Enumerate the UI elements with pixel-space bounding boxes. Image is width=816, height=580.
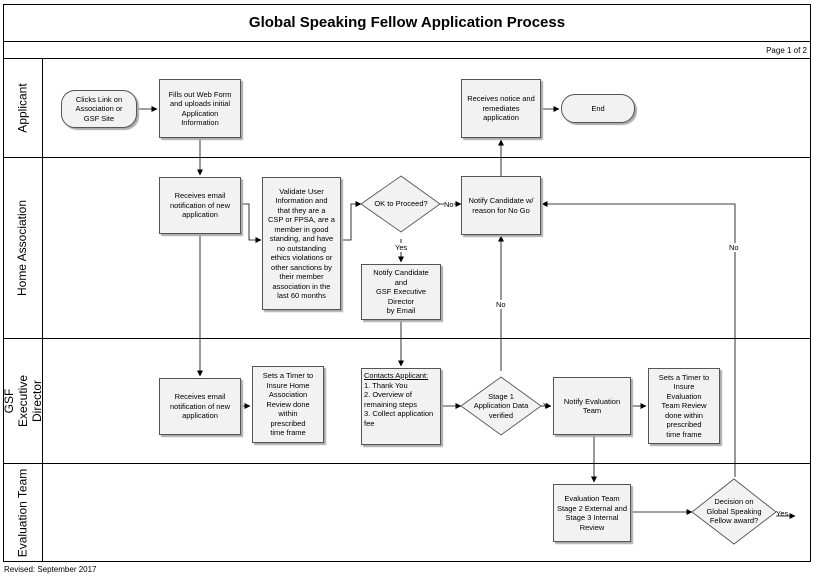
page-text: Page 1 of 2	[766, 46, 807, 55]
node-text: Evaluation Team Stage 2 External and Sta…	[556, 494, 628, 532]
title-text: Global Speaking Fellow Application Proce…	[248, 14, 566, 31]
node-text: 1. Thank You 2. Overview of remaining st…	[364, 380, 434, 428]
decision-award-diamond	[691, 478, 777, 545]
validate-user-process: Validate User Information and that they …	[262, 177, 341, 310]
stage1-diamond	[460, 376, 542, 436]
receives-notice-process: Receives notice and remediates applicati…	[461, 79, 541, 138]
page-indicator: Page 1 of 2	[3, 42, 811, 59]
lane-label-evaluation-team: Evaluation Team	[3, 464, 43, 562]
ok-to-proceed-diamond	[360, 175, 441, 233]
edge-label-decision-no: No	[729, 243, 739, 252]
edge-label-stage1-no: No	[496, 300, 506, 309]
ha-receives-email-process: Receives email notification of new appli…	[159, 177, 241, 234]
node-text: OK to Proceed?	[374, 199, 428, 209]
notify-candidate-nogo-process: Notify Candidate w/ reason for No Go	[461, 176, 541, 235]
sets-timer-home-process: Sets a Timer to Insure Home Association …	[252, 366, 324, 443]
node-text: Stage 1 Application Data verified	[473, 391, 529, 420]
node-text: Notify Candidate and GSF Executive Direc…	[373, 268, 429, 316]
lane-label-home-association: Home Association	[3, 158, 43, 338]
node-text: Validate User Information and that they …	[268, 186, 335, 301]
diagram-frame	[3, 4, 811, 562]
notify-candidate-email-process: Notify Candidate and GSF Executive Direc…	[361, 264, 441, 320]
ok-to-proceed-decision: OK to Proceed?	[361, 176, 441, 232]
edge-decision-no	[541, 201, 736, 477]
node-text: Notify Candidate w/ reason for No Go	[468, 196, 534, 215]
end-terminator: End	[561, 94, 635, 123]
notify-eval-team-process: Notify Evaluation Team	[553, 377, 631, 435]
node-text: Sets a Timer to Insure Evaluation Team R…	[658, 372, 710, 439]
lane-evaluation-team: Evaluation Team	[3, 464, 811, 562]
edge-label-ok-no: No	[444, 200, 454, 209]
node-text: Sets a Timer to Insure Home Association …	[262, 371, 314, 438]
node-text: Fills out Web Form and uploads initial A…	[168, 89, 232, 128]
decision-award: Decision on Global Speaking Fellow award…	[692, 479, 776, 544]
node-text: Notify Evaluation Team	[563, 396, 621, 416]
revision-footer: Revised: September 2017	[4, 565, 97, 574]
gsf-receives-email-process: Receives email notification of new appli…	[159, 378, 241, 435]
clicks-link-terminator: Clicks Link on Association or GSF Site	[61, 90, 137, 128]
lane-applicant: Applicant	[3, 59, 811, 158]
node-title: Contacts Applicant:	[364, 371, 429, 380]
fills-form-process: Fills out Web Form and uploads initial A…	[159, 79, 241, 138]
stage1-decision: Stage 1 Application Data verified	[461, 377, 541, 435]
node-text: Receives email notification of new appli…	[169, 392, 231, 421]
node-text: Receives notice and remediates applicati…	[467, 94, 535, 123]
edge-label-ok-yes: Yes	[395, 243, 408, 252]
node-text: Receives email notification of new appli…	[169, 191, 231, 220]
node-text: Decision on Global Speaking Fellow award…	[706, 497, 762, 526]
diagram-title: Global Speaking Fellow Application Proce…	[3, 4, 811, 42]
sets-timer-eval-process: Sets a Timer to Insure Evaluation Team R…	[648, 368, 720, 444]
lane-gsf-executive-director: GSF Executive Director	[2, 339, 811, 464]
lane-label-applicant: Applicant	[3, 59, 43, 157]
node-text: Clicks Link on Association or GSF Site	[75, 94, 123, 123]
contacts-applicant-process: Contacts Applicant: 1. Thank You 2. Over…	[361, 368, 441, 445]
edge-label-decision-yes: Yes	[776, 509, 789, 518]
lane-label-gsf-executive-director: GSF Executive Director	[2, 339, 44, 463]
edge-label-stage1-yes: Y	[543, 401, 549, 410]
node-text: End	[591, 103, 605, 113]
eval-stage23-process: Evaluation Team Stage 2 External and Sta…	[553, 484, 631, 542]
lane-home-association: Home Association	[3, 158, 811, 339]
edge-validate-to-decision	[341, 201, 362, 241]
edge-ha-email-to-validate	[241, 203, 262, 243]
